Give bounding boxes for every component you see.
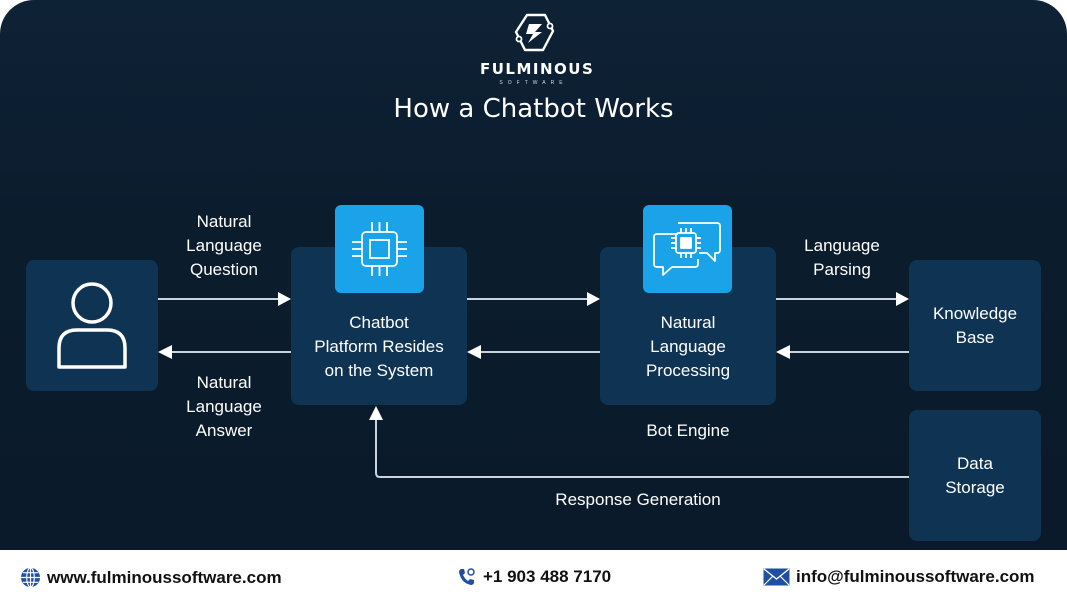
website-link[interactable]: www.fulminoussoftware.com [47,567,282,587]
arrow-nlp-to-platform-head [467,345,481,359]
email-link[interactable]: info@fulminoussoftware.com [796,567,1035,586]
nlp-label-line: Language [650,337,726,356]
edge-label-parsing: Language Parsing [778,234,906,282]
data-storage-label: Data Storage [909,452,1041,500]
contact-footer: www.fulminoussoftware.com +1 903 488 717… [0,550,1067,606]
bot-engine-label: Bot Engine [646,421,730,440]
data-storage-label-line: Data [957,454,993,473]
edge-label-response: Response Generation [555,490,721,509]
platform-label-line: Platform Resides [314,337,444,356]
arrow-response-head [369,406,383,420]
knowledge-base-label-line: Base [955,328,995,347]
brand-logo: FULMINOUS SOFTWARE [480,12,595,86]
phone-icon [459,568,475,585]
data-storage-label-line: Storage [945,478,1005,497]
arrow-parsing-head [896,292,909,306]
knowledge-base-label-line: Knowledge [932,304,1018,323]
lightning-hexagon-icon [514,13,555,52]
node-user [26,260,158,391]
edge-label-answer: Natural Language Answer [160,371,288,443]
footer-email[interactable]: info@fulminoussoftware.com [763,567,1035,587]
diagram-canvas: FULMINOUS SOFTWARE How a Chatbot Works [0,0,1067,550]
knowledge-base-label: Knowledge Base [909,302,1041,350]
brand-name: FULMINOUS [480,60,595,78]
arrow-answer-head [158,345,172,359]
envelope-icon [763,568,790,586]
node-knowledge-base [909,260,1041,391]
footer-website[interactable]: www.fulminoussoftware.com [20,567,282,588]
edge-label-line: Natural [196,373,252,392]
edge-label-line: Question [189,260,259,279]
cpu-chip-icon [352,222,407,276]
edge-label-line: Natural [196,212,252,231]
edge-label-line: Language [804,236,880,255]
edge-label-question: Natural Language Question [160,210,288,282]
platform-icon-badge [335,205,424,293]
chat-chip-icon [653,222,721,276]
page-title: How a Chatbot Works [393,94,674,124]
edge-label-line: Answer [195,421,253,440]
brand-tagline: SOFTWARE [499,80,568,86]
flow-arrows [158,292,909,478]
arrow-response-line [375,420,909,478]
platform-label-line: Chatbot [349,313,409,332]
phone-number[interactable]: +1 903 488 7170 [483,567,612,586]
arrow-platform-to-nlp-head [587,292,600,306]
arrow-kb-return-head [776,345,790,359]
node-data-storage [909,410,1041,541]
nlp-label-line: Natural [660,313,716,332]
user-icon [57,282,127,369]
edge-label-line: Language [186,397,262,416]
nlp-icon-badge [643,205,732,293]
platform-label-line: on the System [324,361,434,380]
footer-phone[interactable]: +1 903 488 7170 [457,567,611,587]
globe-icon [20,567,41,588]
arrow-question-head [278,292,291,306]
nlp-label: Natural Language Processing [600,311,776,383]
nlp-label-line: Processing [645,361,731,380]
edge-label-line: Language [186,236,262,255]
platform-label: Chatbot Platform Resides on the System [291,311,467,383]
edge-label-line: Parsing [813,260,871,279]
